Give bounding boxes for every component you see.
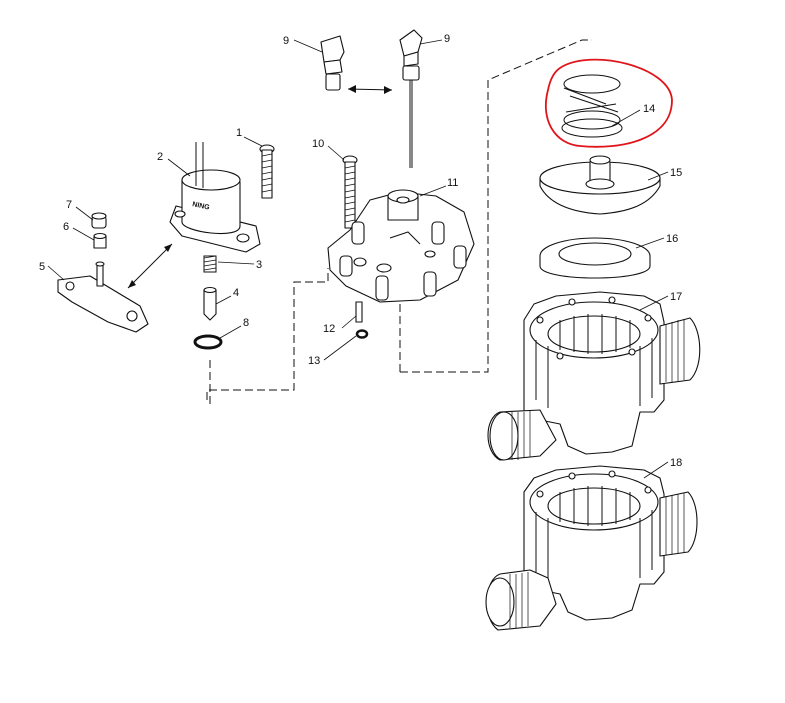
assembly-guide-lines bbox=[206, 39, 592, 405]
part-15-piston bbox=[539, 155, 661, 215]
part-9-handle-left bbox=[320, 35, 345, 91]
callout-9-right: 9 bbox=[444, 33, 450, 45]
callout-2: 2 bbox=[157, 151, 163, 163]
callout-11: 11 bbox=[447, 177, 458, 189]
callout-15: 15 bbox=[670, 167, 682, 179]
callout-6: 6 bbox=[63, 221, 69, 233]
part-14-spring bbox=[561, 74, 623, 138]
part-10-screw bbox=[342, 155, 358, 229]
part-12-pin bbox=[355, 301, 363, 323]
part-5-lever bbox=[57, 261, 149, 333]
part-1-screw bbox=[259, 144, 275, 199]
leader-lines bbox=[47, 39, 669, 479]
callout-9-left: 9 bbox=[283, 35, 289, 47]
callout-7: 7 bbox=[66, 199, 72, 211]
callout-17: 17 bbox=[670, 291, 682, 303]
callout-10: 10 bbox=[312, 138, 324, 150]
part-9-handle-right bbox=[399, 29, 423, 168]
callout-13: 13 bbox=[308, 355, 320, 367]
part-17-valve-body bbox=[487, 291, 701, 461]
part-16-gasket bbox=[539, 237, 651, 279]
part-2-solenoid-body: NING bbox=[169, 142, 261, 253]
highlight-circle bbox=[544, 58, 673, 148]
part-6-bushing bbox=[93, 232, 107, 249]
callout-3: 3 bbox=[256, 259, 262, 271]
callout-14: 14 bbox=[643, 103, 655, 115]
callout-16: 16 bbox=[666, 233, 678, 245]
callout-1: 1 bbox=[236, 127, 242, 139]
part-18-valve-body bbox=[485, 465, 698, 631]
part-13-small-ring bbox=[355, 329, 369, 339]
arrow-5-to-2 bbox=[127, 243, 173, 289]
swap-arrow bbox=[347, 85, 393, 94]
warning-stamp-text: NING bbox=[192, 201, 211, 212]
callout-8: 8 bbox=[243, 317, 249, 329]
callout-12: 12 bbox=[323, 323, 335, 335]
part-4-plunger bbox=[203, 286, 217, 321]
part-11-valve-head bbox=[327, 189, 475, 303]
callout-labels: 1 2 3 4 5 6 7 8 9 9 10 11 12 13 14 15 16… bbox=[39, 33, 682, 469]
part-7-cap bbox=[91, 212, 107, 229]
callout-5: 5 bbox=[39, 261, 45, 273]
callout-18: 18 bbox=[670, 457, 682, 469]
part-8-o-ring bbox=[193, 334, 223, 350]
part-3-spring bbox=[203, 255, 217, 273]
callout-4: 4 bbox=[233, 287, 239, 299]
